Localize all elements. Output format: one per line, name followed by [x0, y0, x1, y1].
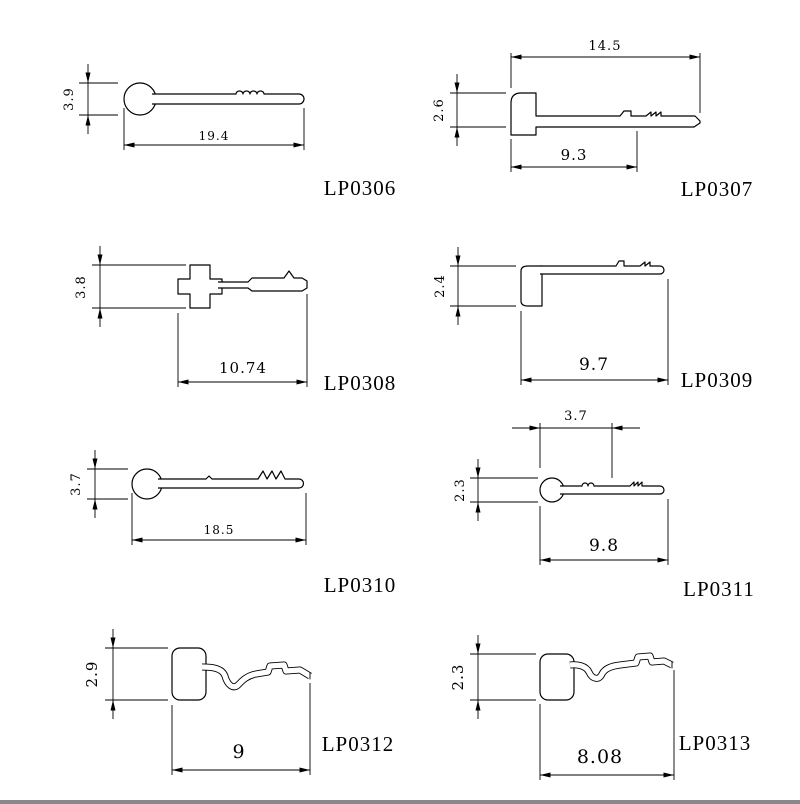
lp0312-profile-flange-inner	[201, 662, 312, 690]
lp0306-width-dim-text: 19.4	[199, 129, 230, 143]
lp0309-profile-bar	[540, 260, 665, 275]
lp0306-profile-bar	[152, 90, 305, 105]
lp0311-part-number: LP0311	[683, 577, 755, 601]
lp0310-profile-bar	[158, 470, 305, 489]
panel-lp0306: 3.9 19.4 LP0306	[62, 64, 397, 200]
lp0313-height-dim-text: 2.3	[449, 664, 467, 691]
lp0311-profile-bar	[560, 481, 665, 495]
lp0306-height-dim-text: 3.9	[62, 87, 77, 111]
lp0310-profile-bulb	[131, 468, 163, 500]
lp0307-top-dim-text: 14.5	[589, 39, 622, 54]
lp0308-part-number: LP0308	[324, 371, 397, 395]
lp0310-width-dimension: 18.5	[131, 493, 307, 545]
lp0311-width-dim-text: 9.8	[589, 536, 619, 556]
lp0310-part-number: LP0310	[324, 573, 397, 597]
lp0307-height-dim-text: 2.6	[432, 98, 447, 122]
panel-lp0307: 14.5 2.6 9.3 LP0307	[432, 39, 754, 201]
lp0313-width-dim-text: 8.08	[577, 746, 623, 768]
lp0306-part-number: LP0306	[324, 176, 397, 200]
lp0311-top-dimension: 3.7	[512, 409, 640, 478]
lp0309-height-dim-text: 2.4	[433, 274, 448, 298]
lp0309-width-dim-text: 9.7	[579, 355, 609, 375]
lp0313-height-dimension: 2.3	[449, 635, 536, 719]
lp0307-width-dim-text: 9.3	[561, 146, 588, 164]
lp0308-width-dimension: 10.74	[177, 294, 308, 387]
lp0311-height-dimension: 2.3	[453, 459, 538, 521]
panel-lp0310: 3.7 18.5 LP0310	[69, 450, 397, 597]
lp0308-profile-cross	[177, 264, 223, 309]
lp0312-width-dimension: 9	[171, 683, 311, 775]
lp0306-profile-bulb	[123, 82, 157, 116]
lp0308-profile-bar	[218, 270, 308, 292]
lp0313-profile-flange-inner	[569, 653, 674, 681]
lp0307-part-number: LP0307	[681, 177, 754, 201]
panel-lp0312: 2.9 9 LP0312	[83, 629, 395, 775]
lp0310-width-dim-text: 18.5	[204, 523, 235, 537]
lp0308-width-dim-text: 10.74	[219, 359, 267, 377]
lp0309-profile-block	[520, 265, 543, 307]
lp0312-part-number: LP0312	[322, 732, 395, 756]
lp0312-height-dim-text: 2.9	[83, 661, 101, 688]
panel-lp0311: 3.7 2.3 9.8 LP0311	[453, 409, 755, 601]
lp0307-profile	[510, 92, 701, 136]
lp0306-width-dimension: 19.4	[123, 108, 305, 150]
lp0311-width-dimension: 9.8	[539, 499, 669, 565]
lp0307-width-dimension: 9.3	[510, 131, 638, 172]
lp0307-height-dimension: 2.6	[432, 74, 506, 146]
panel-lp0313: 2.3 8.08 LP0313	[449, 635, 752, 780]
lp0307-top-dimension: 14.5	[510, 39, 701, 113]
panel-lp0308: 3.8 10.74 LP0308	[74, 246, 397, 395]
lp0312-profile-bulb	[171, 647, 207, 701]
lp0310-height-dimension: 3.7	[69, 450, 128, 518]
lp0313-profile-bulb	[539, 653, 575, 701]
lp0309-width-dimension: 9.7	[520, 279, 669, 385]
lp0311-height-dim-text: 2.3	[453, 478, 468, 502]
panel-lp0309: 2.4 9.7 LP0309	[433, 247, 754, 392]
lp0306-height-dimension: 3.9	[62, 64, 118, 134]
lp0313-width-dimension: 8.08	[539, 670, 675, 780]
lp0310-height-dim-text: 3.7	[69, 472, 84, 496]
lp0311-top-dim-text: 3.7	[564, 409, 588, 424]
lp0312-height-dimension: 2.9	[83, 629, 168, 719]
lp0309-part-number: LP0309	[681, 368, 754, 392]
lp0308-height-dim-text: 3.8	[74, 275, 89, 299]
lp0312-width-dim-text: 9	[232, 741, 245, 763]
lp0308-height-dimension: 3.8	[74, 246, 186, 327]
lp0313-part-number: LP0313	[679, 731, 752, 755]
lp0309-height-dimension: 2.4	[433, 247, 516, 325]
